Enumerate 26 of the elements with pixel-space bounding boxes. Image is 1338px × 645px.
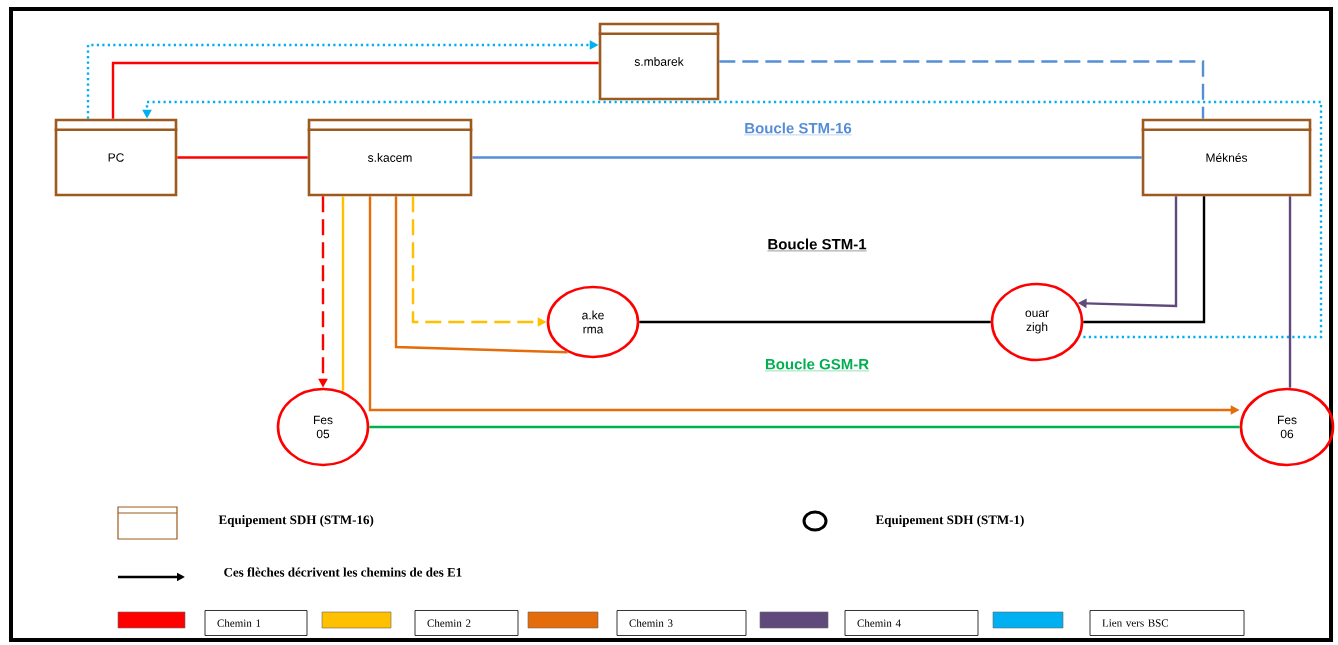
legend-label: Ces flèches décrivent les chemins de des E1	[224, 567, 462, 577]
connector	[394, 196, 568, 354]
legend-label: Lien vers BSC	[1089, 610, 1245, 636]
loop-label: Boucle STM-1	[767, 238, 867, 252]
equipment-box: PC	[54, 118, 178, 197]
connector	[1288, 196, 1292, 388]
connector	[142, 100, 1323, 339]
connector	[111, 61, 599, 119]
legend-label: Equipement SDH (STM-1)	[875, 515, 1024, 527]
loop-label: Boucle GSM-R	[764, 358, 870, 372]
connector	[1083, 196, 1206, 324]
equipment-box: s.mbarek	[598, 22, 720, 101]
legend-label: Chemin 3	[616, 610, 747, 636]
legend-label: Chemin 4	[844, 610, 979, 636]
connector	[177, 156, 308, 159]
connector	[639, 320, 991, 324]
equipment-box: Méknés	[1141, 118, 1312, 197]
equipment-box: s.kacem	[307, 118, 473, 197]
connector	[341, 196, 345, 391]
legend-label: Chemin 2	[414, 610, 519, 636]
connector	[472, 156, 1142, 159]
legend-label: Equipement SDH (STM-16)	[218, 515, 374, 527]
connector	[369, 425, 1240, 429]
connector	[719, 60, 1205, 119]
loop-label: Boucle STM-16	[744, 122, 852, 136]
legend-label: Chemin 1	[204, 610, 308, 636]
